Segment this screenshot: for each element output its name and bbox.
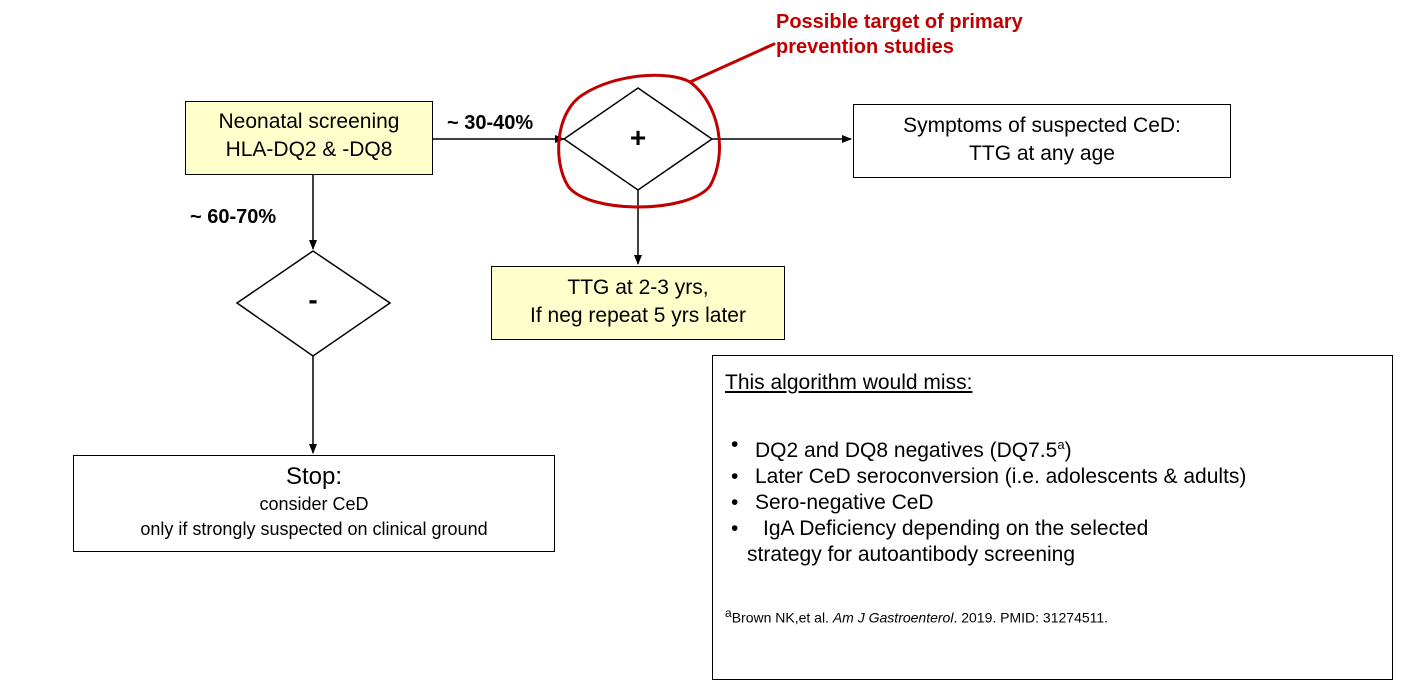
note-item-after: ) xyxy=(1064,439,1072,462)
note-item: • Later CeD seroconversion (i.e. adolesc… xyxy=(725,464,1382,490)
note-item-sup: a xyxy=(1057,437,1065,452)
stop-node: Stop: consider CeD only if strongly susp… xyxy=(73,455,555,552)
negative-diamond xyxy=(235,250,392,357)
negative-sign: - xyxy=(308,284,318,315)
note-item: • IgA Deficiency depending on the select… xyxy=(725,516,1382,568)
stop-line-1: consider CeD xyxy=(259,494,369,514)
footnote-rest: . 2019. PMID: 31274511. xyxy=(953,609,1109,626)
stop-title: Stop: xyxy=(285,463,343,490)
ttg-line-2: If neg repeat 5 yrs later xyxy=(530,304,746,327)
screening-line-2: HLA-DQ2 & -DQ8 xyxy=(225,138,393,161)
note-item-text: Later CeD seroconversion (i.e. adolescen… xyxy=(755,465,1247,488)
symptoms-node: Symptoms of suspected CeD: TTG at any ag… xyxy=(853,104,1231,178)
note-heading: This algorithm would miss: xyxy=(725,371,973,394)
note-item-continuation: strategy for autoantibody screening xyxy=(747,543,1076,566)
symptoms-line-2: TTG at any age xyxy=(969,142,1115,165)
note-footnote: aBrown NK,et al. Am J Gastroenterol. 201… xyxy=(725,604,1382,627)
footnote-journal: Am J Gastroenterol xyxy=(832,609,954,626)
screening-node: Neonatal screening HLA-DQ2 & -DQ8 xyxy=(185,101,433,175)
missed-cases-note: This algorithm would miss: • DQ2 and DQ8… xyxy=(712,355,1393,680)
callout-line-1: Possible target of primary xyxy=(776,11,1023,33)
note-item: • DQ2 and DQ8 negatives (DQ7.5a) xyxy=(725,432,1382,464)
bullet-icon: • xyxy=(731,491,739,514)
callout-line-2: prevention studies xyxy=(776,36,954,58)
screening-line-1: Neonatal screening xyxy=(218,110,400,133)
note-item-text: Sero-negative CeD xyxy=(755,491,934,514)
positive-sign: + xyxy=(629,122,647,153)
ttg-line-1: TTG at 2-3 yrs, xyxy=(567,276,709,299)
footnote-sup: a xyxy=(725,606,732,620)
note-item: • Sero-negative CeD xyxy=(725,490,1382,516)
bullet-icon: • xyxy=(731,517,739,540)
ttg-node: TTG at 2-3 yrs, If neg repeat 5 yrs late… xyxy=(491,266,785,340)
callout-text: Possible target of primary prevention st… xyxy=(776,10,1106,60)
bullet-icon: • xyxy=(731,433,739,456)
negative-percent-label: ~ 60-70% xyxy=(190,206,277,228)
note-item-text: DQ2 and DQ8 negatives (DQ7.5 xyxy=(755,439,1058,462)
positive-diamond xyxy=(562,87,714,191)
callout-bubble xyxy=(557,42,776,209)
bullet-icon: • xyxy=(731,465,739,488)
footnote-authors: Brown NK,et al. xyxy=(731,609,833,626)
stop-line-2: only if strongly suspected on clinical g… xyxy=(140,519,488,539)
symptoms-line-1: Symptoms of suspected CeD: xyxy=(903,114,1181,137)
note-item-text: IgA Deficiency depending on the selected xyxy=(763,517,1149,540)
positive-percent-label: ~ 30-40% xyxy=(447,112,534,134)
note-list: • DQ2 and DQ8 negatives (DQ7.5a) • Later… xyxy=(725,432,1382,568)
